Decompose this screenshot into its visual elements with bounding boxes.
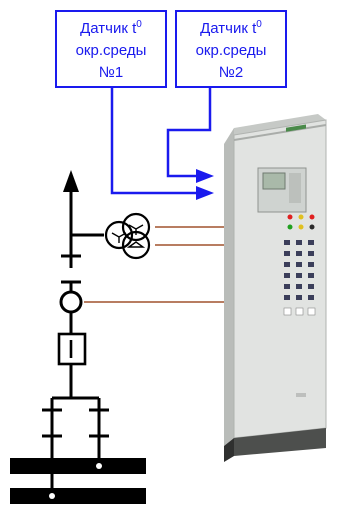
sensor-1-subtitle: окр.среды xyxy=(75,42,147,59)
indicator-lamp xyxy=(287,224,293,230)
sensor-2-arrowhead xyxy=(196,169,214,183)
cabinet-logo-badge xyxy=(286,124,306,132)
busbar-2-node xyxy=(49,493,55,499)
sensor-2-signal-line xyxy=(166,88,212,178)
busbars xyxy=(10,458,146,504)
sensor-2-number: №2 xyxy=(218,64,244,81)
sensor-1-number: №1 xyxy=(98,64,124,81)
cabinet-side-panel xyxy=(224,128,234,446)
temperature-sensor-2-box: Датчик t0 окр.среды №2 xyxy=(175,10,287,88)
relay-protection-cabinet xyxy=(224,114,327,462)
feeder-arrow xyxy=(63,170,79,192)
busbar-1 xyxy=(10,458,146,474)
indicator-lamp xyxy=(309,214,315,220)
indicator-lamp xyxy=(309,224,315,230)
sensor-2-title: Датчик t0 xyxy=(200,19,262,37)
temperature-sensor-1-box: Датчик t0 окр.среды №1 xyxy=(55,10,167,88)
indicator-lamp xyxy=(298,224,304,230)
electrical-schematic xyxy=(42,170,151,466)
current-transformer-primary xyxy=(104,220,134,250)
relay-terminal-keypad xyxy=(289,173,301,203)
sensor-signal-lines xyxy=(110,88,214,200)
indicator-lamp xyxy=(287,214,293,220)
sensor-1-arrowhead xyxy=(196,186,214,200)
core-balance-ct xyxy=(59,290,83,314)
sensor-1-signal-line xyxy=(110,88,200,195)
cabinet-nameplate xyxy=(296,393,306,397)
current-transformer-secondary-1 xyxy=(121,212,151,242)
busbar-2 xyxy=(10,488,146,504)
indicator-lamp xyxy=(298,214,304,220)
busbar-1-node xyxy=(96,463,102,469)
cabinet-top xyxy=(234,114,326,135)
cabinet-plinth-side xyxy=(224,438,234,462)
relay-terminal-screen xyxy=(262,172,286,190)
control-switch-grid xyxy=(284,240,314,300)
sensor-1-title: Датчик t0 xyxy=(80,19,142,37)
white-buttons xyxy=(283,307,316,316)
cabinet-plinth xyxy=(234,428,326,456)
cabinet-top-trim xyxy=(233,124,327,141)
sensor-2-subtitle: окр.среды xyxy=(195,42,267,59)
measurement-cables xyxy=(84,226,224,303)
